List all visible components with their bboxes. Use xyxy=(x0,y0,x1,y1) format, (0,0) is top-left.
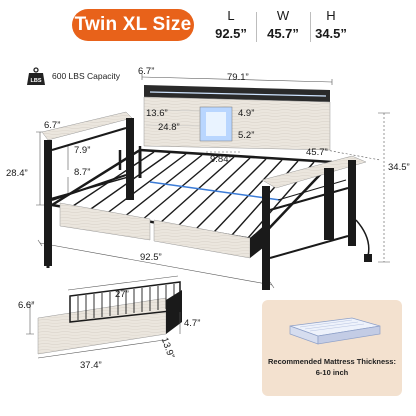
back-height-label: 34.5” xyxy=(388,162,410,173)
height-spec: H 34.5” xyxy=(306,8,356,41)
back-shelf xyxy=(143,85,331,151)
weight-icon-text: LBS xyxy=(31,78,42,84)
shelf-width-label: 24.8” xyxy=(158,122,180,133)
weight-icon: LBS xyxy=(27,67,45,85)
length-label: L xyxy=(227,8,235,23)
cubby-height-label: 4.9” xyxy=(238,108,255,119)
cubby-depth-label: 5.2” xyxy=(238,130,255,141)
arm-depth-label: 6.7” xyxy=(44,120,61,131)
total-height-label: 28.4” xyxy=(6,168,28,179)
spec-divider xyxy=(310,12,311,42)
width-label: W xyxy=(276,8,290,23)
size-badge: Twin XL Size xyxy=(72,9,194,41)
recommend-value: 6-10 inch xyxy=(315,368,349,377)
recommend-title: Recommended Mattress Thickness: xyxy=(268,357,396,366)
capacity-label: 600 LBS Capacity xyxy=(52,71,121,81)
drawer-width-label: 27” xyxy=(115,289,129,300)
top-length-label: 79.1” xyxy=(227,72,249,83)
drawer-inner-height-label: 4.7” xyxy=(184,318,201,329)
width-spec: W 45.7” xyxy=(258,8,308,41)
length-dim-label: 92.5” xyxy=(140,252,162,263)
width-dim-label: 45.7” xyxy=(306,147,328,158)
arm-height-label: 7.9” xyxy=(74,145,91,156)
drawer-length-label: 37.4” xyxy=(80,360,102,371)
spec-divider xyxy=(256,12,257,42)
dimension-guides xyxy=(36,74,390,289)
width-value: 45.7” xyxy=(267,26,299,41)
mattress-graphic xyxy=(289,317,381,345)
clearance-label: 9.84” xyxy=(210,154,232,165)
length-spec: L 92.5” xyxy=(206,8,256,41)
shelf-height-label: 13.6” xyxy=(146,108,168,119)
drawer-illustration xyxy=(26,275,182,359)
side-height-label: 8.7” xyxy=(74,167,91,178)
size-label: Twin XL Size xyxy=(74,14,192,35)
top-shelf-depth-label: 6.7” xyxy=(138,66,155,77)
height-value: 34.5” xyxy=(315,26,347,41)
recommend-panel xyxy=(262,300,402,396)
drawer-height-label: 6.6” xyxy=(18,300,35,311)
right-armrest xyxy=(261,155,372,290)
length-value: 92.5” xyxy=(215,26,247,41)
bed-legs xyxy=(46,150,142,268)
height-label: H xyxy=(326,8,336,23)
